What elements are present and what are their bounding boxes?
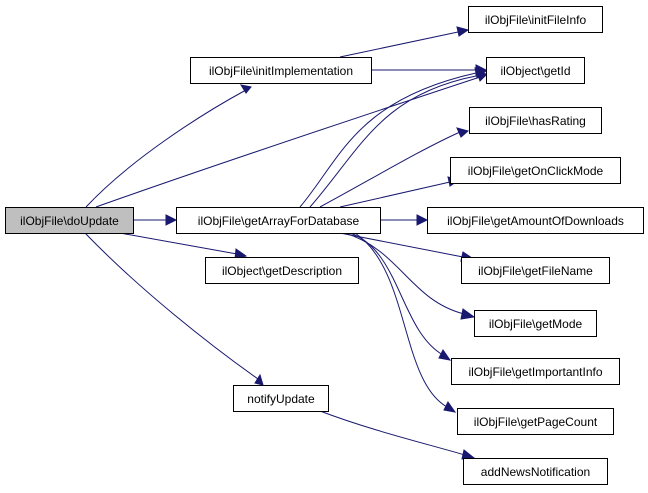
node-getMode[interactable]: ilObjFile\getMode [474,310,597,337]
node-getPageCount[interactable]: ilObjFile\getPageCount [457,408,614,435]
node-box[interactable] [190,57,372,84]
node-initImplementation[interactable]: ilObjFile\initImplementation [190,57,372,84]
edge-line [299,72,477,208]
edge-getArrayForDatabase-to-getPageCount [354,232,457,413]
edge-line [344,232,465,315]
node-box[interactable] [451,358,620,385]
edge-line [339,181,451,208]
node-getFileName[interactable]: ilObjFile\getFileName [461,257,610,284]
edge-notifyUpdate-to-addNewsNotification [319,410,476,460]
edges-layer [84,26,489,460]
arrowhead-icon [456,127,470,138]
arrowhead-icon [474,67,488,79]
edge-getArrayForDatabase-to-hasRating [319,127,470,208]
node-initFileInfo[interactable]: ilObjFile\initFileInfo [468,6,603,33]
edge-getArrayForDatabase-to-getOnClickMode [339,176,461,208]
arrowhead-icon [239,84,252,94]
edge-doUpdate-to-initImplementation [85,84,252,208]
node-label: ilObjFile\initFileInfo [485,13,587,27]
edge-initImplementation-to-getId [371,64,488,76]
edge-line [349,232,444,356]
edge-line [95,76,481,208]
node-getId[interactable]: ilObject\getId [486,57,585,84]
arrowhead-icon [165,214,178,226]
edge-getArrayForDatabase-to-getId [299,67,488,208]
node-getImportantInfo[interactable]: ilObjFile\getImportantInfo [451,358,620,385]
node-box[interactable] [461,257,610,284]
node-label: notifyUpdate [247,392,315,406]
node-box[interactable] [474,310,597,337]
node-label: ilObjFile\getMode [489,317,583,331]
edge-getArrayForDatabase-to-getAmountOfDownloads [380,214,429,226]
node-box[interactable] [469,107,602,134]
node-notifyUpdate[interactable]: notifyUpdate [233,385,329,412]
node-box[interactable] [468,6,603,33]
node-box[interactable] [427,207,644,234]
arrowhead-icon [416,214,429,226]
node-getArrayForDatabase[interactable]: ilObjFile\getArrayForDatabase [176,207,381,234]
node-box[interactable] [233,385,329,412]
arrowhead-icon [254,373,264,386]
node-label: ilObject\getDescription [222,264,342,278]
node-box[interactable] [486,57,585,84]
node-getAmountOfDownloads[interactable]: ilObjFile\getAmountOfDownloads [427,207,644,234]
edge-line [319,131,461,208]
edge-doUpdate-to-notifyUpdate [84,232,264,386]
arrowhead-icon [461,449,476,460]
node-doUpdate: ilObjFile\doUpdate [5,207,134,234]
edge-line [85,89,247,208]
edge-line [354,232,448,408]
node-hasRating[interactable]: ilObjFile\hasRating [469,107,602,134]
node-label: ilObjFile\getArrayForDatabase [198,214,360,228]
edge-line [319,410,466,456]
edge-doUpdate-to-getArrayForDatabase [133,214,178,226]
node-box[interactable] [463,458,608,485]
edge-getArrayForDatabase-to-getImportantInfo [349,232,452,361]
edge-getArrayForDatabase-to-getId-secondary [309,75,477,208]
edge-line [309,75,477,208]
node-label: ilObjFile\doUpdate [20,214,119,228]
node-label: ilObjFile\hasRating [485,114,586,128]
node-getDescription[interactable]: ilObject\getDescription [205,257,359,284]
node-box[interactable] [205,257,359,284]
edge-line [84,232,259,380]
node-label: ilObjFile\getImportantInfo [468,365,602,379]
nodes-layer: ilObjFile\doUpdate ilObjFile\initImplemen… [5,6,644,485]
edge-line [119,232,238,255]
node-getOnClickMode[interactable]: ilObjFile\getOnClickMode [450,157,621,184]
node-label: ilObjFile\getOnClickMode [468,164,604,178]
node-label: ilObjFile\getAmountOfDownloads [447,214,624,228]
node-label: ilObjFile\getPageCount [474,415,598,429]
arrowhead-icon [456,26,470,37]
arrowhead-icon [443,401,457,413]
node-label: ilObjFile\initImplementation [209,64,353,78]
node-box[interactable] [176,207,381,234]
node-box[interactable] [457,408,614,435]
edge-doUpdate-to-getDescription [119,232,248,260]
node-box[interactable] [450,157,621,184]
edge-line [339,31,459,58]
edge-getArrayForDatabase-to-getMode [344,232,476,320]
node-label: ilObjFile\getFileName [478,264,593,278]
root-node-box [5,207,134,234]
arrowhead-icon [460,308,476,320]
node-label: addNewsNotification [481,465,590,479]
edge-initImplementation-to-initFileInfo [339,26,470,58]
node-addNewsNotification[interactable]: addNewsNotification [463,458,608,485]
arrowhead-icon [438,349,452,361]
node-label: ilObject\getId [500,64,570,78]
